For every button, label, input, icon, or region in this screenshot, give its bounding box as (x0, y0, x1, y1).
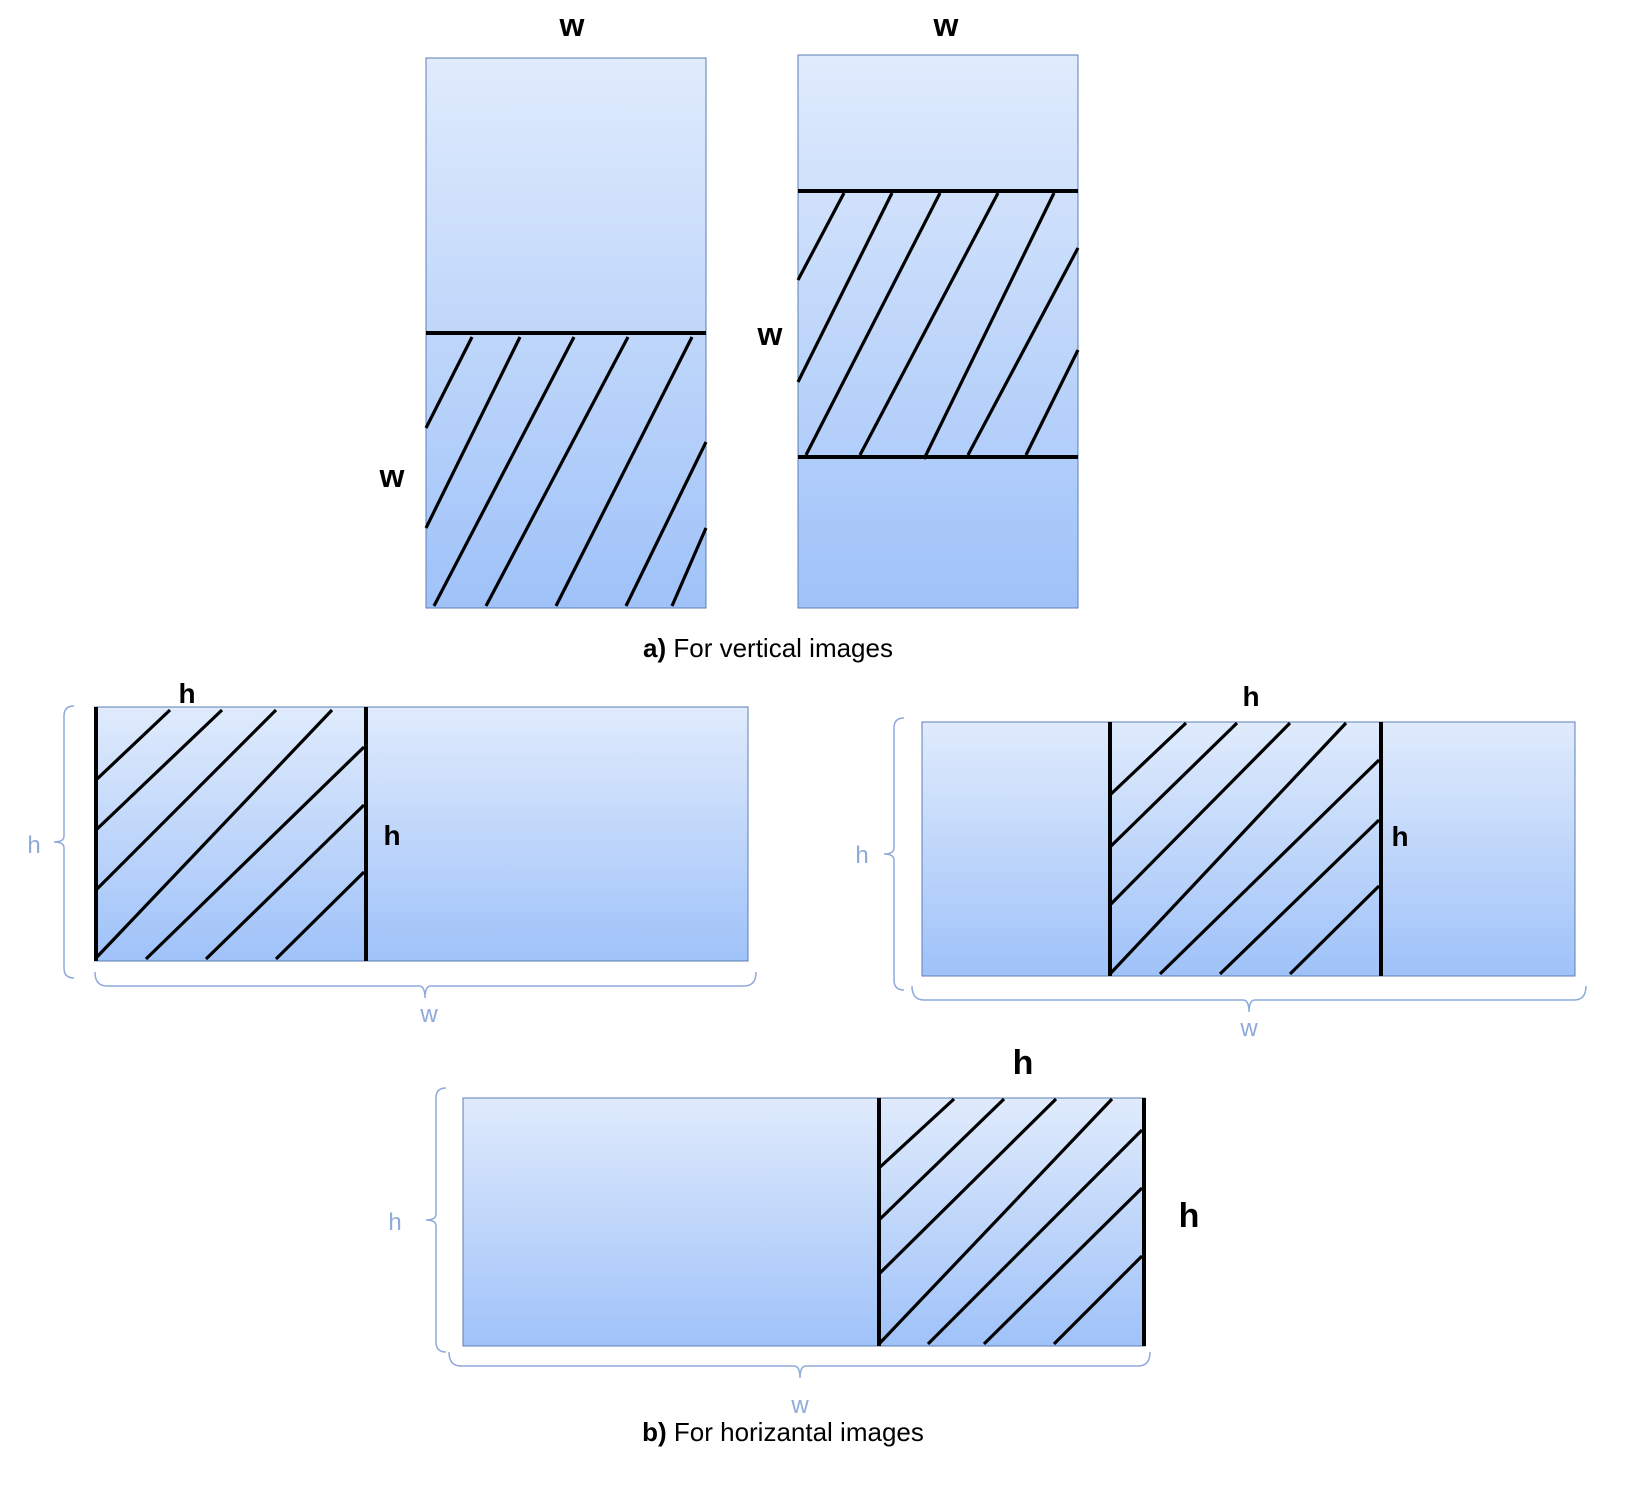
crop-size-label: w (757, 316, 783, 352)
image-rectangle (462, 1097, 1146, 1347)
crop-size-label-top: h (178, 678, 195, 709)
height-brace (53, 705, 75, 979)
crop-region-hatching (1108, 721, 1381, 976)
width-dimension-label: w (1239, 1015, 1258, 1042)
crop-region-hatching (877, 1097, 1144, 1346)
crop-size-label: w (379, 458, 405, 494)
height-brace (425, 1087, 447, 1353)
width-dimension-label: w (419, 1001, 438, 1028)
width-brace (448, 1351, 1151, 1379)
width-brace (911, 985, 1587, 1013)
vertical-panel-2: w w (757, 7, 1080, 609)
horizontal-panel-1: h h h w (27, 678, 757, 1028)
width-dimension-label: w (790, 1392, 809, 1419)
crop-region-hatching (796, 192, 1080, 460)
height-brace (883, 717, 905, 991)
width-label: w (933, 7, 959, 43)
horizontal-panel-2: h h h w (855, 681, 1587, 1042)
vertical-panel-1: w w (379, 7, 708, 609)
caption-b: b) For horizantal images (642, 1417, 924, 1447)
crop-region-hatching (94, 708, 366, 961)
height-dimension-label: h (388, 1209, 401, 1236)
crop-size-label-side: h (1179, 1197, 1200, 1235)
crop-size-label-side: h (1391, 821, 1408, 852)
caption-a: a) For vertical images (643, 633, 893, 663)
image-rectangle (797, 54, 1079, 609)
crop-size-label-top: h (1242, 681, 1259, 712)
height-dimension-label: h (27, 832, 40, 859)
crop-region-hatching (424, 336, 708, 607)
crop-size-label-top: h (1013, 1044, 1034, 1082)
width-brace (94, 971, 757, 999)
horizontal-panel-3: h h h w (388, 1044, 1199, 1419)
crop-size-label-side: h (383, 820, 400, 851)
image-rectangle (921, 721, 1576, 977)
image-rectangle (94, 706, 749, 962)
height-dimension-label: h (855, 842, 868, 869)
width-label: w (559, 7, 585, 43)
